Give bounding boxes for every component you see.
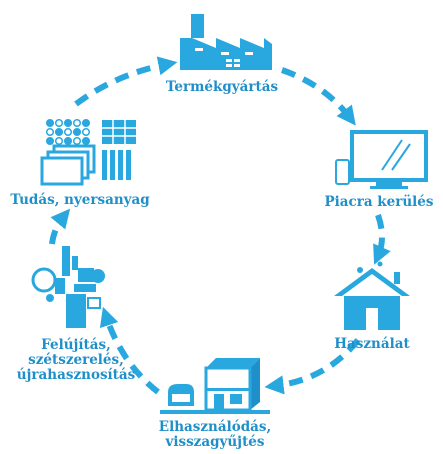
material-dot (45, 127, 55, 137)
arrow-knowledge-to-production (74, 56, 178, 107)
label-market: Piacra kerülés (324, 194, 434, 210)
material-dot (45, 118, 55, 128)
monitor-phone-icon (335, 130, 428, 189)
parts-icon (31, 246, 105, 328)
material-dot (63, 136, 73, 146)
factory-icon (180, 14, 272, 70)
materials-icon (40, 118, 136, 186)
material-dot (63, 118, 73, 128)
collection-building-icon (160, 358, 270, 414)
arrow-market-to-use (373, 214, 391, 265)
arrow-use-to-wear (264, 338, 361, 395)
material-dot (45, 136, 55, 146)
material-dot (54, 127, 64, 137)
house-icon (334, 261, 410, 330)
label-production: Termékgyártás (165, 79, 279, 95)
arrow-recycle-to-knowledge (49, 208, 71, 245)
label-knowledge: Tudás, nyersanyag (10, 192, 150, 208)
label-use: Használat (334, 336, 410, 352)
material-dot (81, 118, 91, 128)
label-recycle: Felújítás, szétszerelés, újrahasznosítás (16, 337, 136, 383)
material-dot (81, 127, 91, 137)
label-wear: Elhasználódás, visszagyűjtés (158, 419, 272, 450)
material-dot (72, 118, 82, 128)
material-dot (81, 136, 91, 146)
material-dot (54, 118, 64, 128)
material-dot (54, 136, 64, 146)
arrow-wear-to-recycle (99, 306, 160, 395)
material-dot (72, 127, 82, 137)
material-dot (63, 127, 73, 137)
material-dot (72, 136, 82, 146)
arrow-production-to-market (281, 67, 356, 126)
